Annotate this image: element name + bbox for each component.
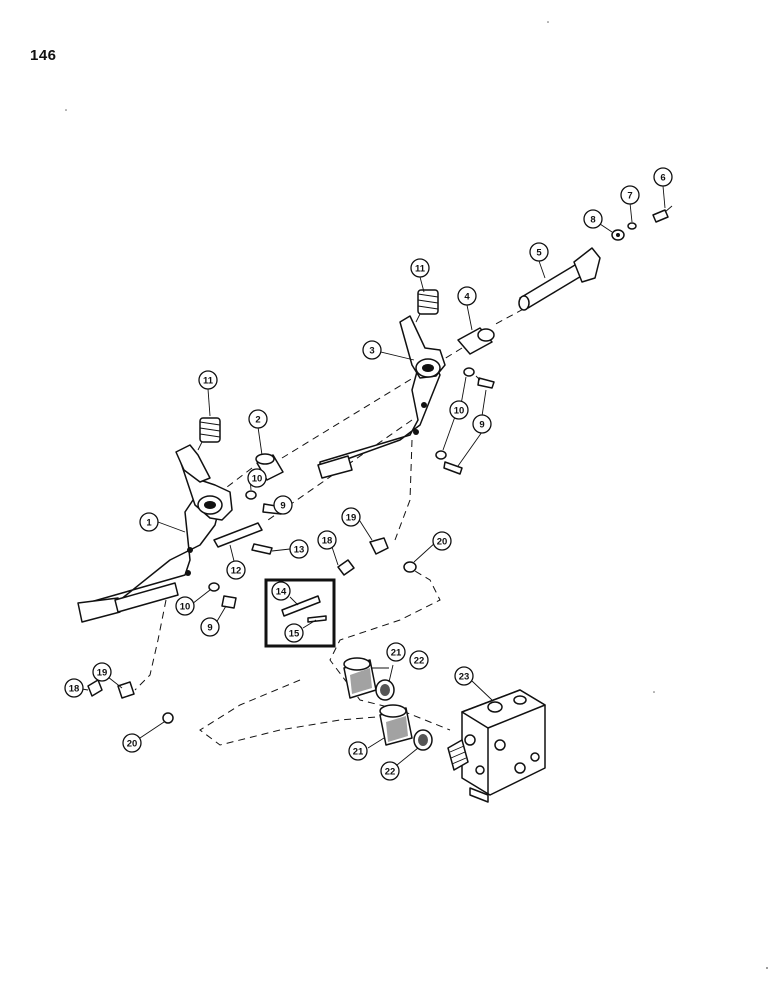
callout-18-a: 18 bbox=[317, 530, 337, 550]
svg-text:22: 22 bbox=[385, 767, 396, 778]
svg-text:14: 14 bbox=[276, 587, 287, 598]
svg-text:15: 15 bbox=[289, 629, 300, 640]
callout-20-a: 20 bbox=[432, 531, 452, 551]
roller-21-upper bbox=[343, 657, 377, 699]
svg-text:4: 4 bbox=[464, 292, 470, 303]
nut-20-upper bbox=[403, 561, 417, 573]
callout-9-b: 9 bbox=[273, 495, 293, 515]
washer-7 bbox=[627, 222, 637, 230]
svg-text:10: 10 bbox=[454, 406, 465, 417]
callout-6: 6 bbox=[653, 167, 673, 187]
callout-19-b: 19 bbox=[92, 662, 112, 682]
callout-2: 2 bbox=[248, 409, 268, 429]
svg-text:11: 11 bbox=[415, 264, 426, 275]
callout-10-a: 10 bbox=[449, 400, 469, 420]
callout-12: 12 bbox=[226, 560, 246, 580]
svg-text:6: 6 bbox=[660, 173, 665, 184]
lever-arm-right bbox=[317, 315, 446, 479]
callout-21-b: 21 bbox=[348, 741, 368, 761]
svg-text:1: 1 bbox=[146, 518, 152, 529]
callout-19-a: 19 bbox=[341, 507, 361, 527]
control-valve-body bbox=[447, 689, 546, 803]
svg-text:20: 20 bbox=[127, 739, 138, 750]
bolt-13 bbox=[251, 543, 273, 555]
callout-22-a: 22 bbox=[409, 650, 429, 670]
callout-20-b: 20 bbox=[122, 733, 142, 753]
fitting-18-lower bbox=[87, 679, 103, 697]
svg-text:11: 11 bbox=[203, 376, 214, 387]
svg-text:8: 8 bbox=[590, 215, 595, 226]
callout-3: 3 bbox=[362, 340, 382, 360]
svg-text:19: 19 bbox=[346, 513, 357, 524]
svg-text:3: 3 bbox=[369, 346, 374, 357]
pin-12 bbox=[213, 522, 263, 548]
callout-18-b: 18 bbox=[64, 678, 84, 698]
callout-11-a: 11 bbox=[410, 258, 430, 278]
callout-21-a: 21 bbox=[386, 642, 406, 662]
bushing-4 bbox=[457, 327, 495, 355]
collar-22-upper bbox=[375, 679, 395, 701]
svg-text:9: 9 bbox=[280, 501, 285, 512]
callout-8: 8 bbox=[583, 209, 603, 229]
svg-text:5: 5 bbox=[536, 248, 542, 259]
svg-text:21: 21 bbox=[353, 747, 364, 758]
svg-text:10: 10 bbox=[180, 602, 191, 613]
callout-11-b: 11 bbox=[198, 370, 218, 390]
bolt-9-b bbox=[443, 461, 463, 475]
callout-23: 23 bbox=[454, 666, 474, 686]
svg-text:12: 12 bbox=[231, 566, 242, 577]
roller-21-lower bbox=[379, 704, 413, 746]
svg-text:22: 22 bbox=[414, 656, 425, 667]
callout-13: 13 bbox=[289, 539, 309, 559]
pivot-shaft bbox=[518, 247, 601, 311]
callout-7: 7 bbox=[620, 185, 640, 205]
nut-8 bbox=[611, 229, 625, 241]
svg-text:7: 7 bbox=[627, 191, 632, 202]
lever-arm-left bbox=[77, 444, 233, 623]
svg-text:19: 19 bbox=[97, 668, 108, 679]
callout-9-a: 9 bbox=[472, 414, 492, 434]
spring-upper bbox=[415, 289, 439, 323]
callout-1: 1 bbox=[139, 512, 159, 532]
fitting-19-lower bbox=[117, 681, 135, 699]
bolt-9-d bbox=[221, 595, 237, 609]
svg-text:21: 21 bbox=[391, 648, 402, 659]
callout-10-b: 10 bbox=[247, 468, 267, 488]
bolt-6 bbox=[652, 205, 673, 223]
bolt-9-a bbox=[475, 375, 495, 389]
fitting-19-upper bbox=[369, 537, 389, 555]
callout-5: 5 bbox=[529, 242, 549, 262]
nut-20-lower bbox=[162, 712, 174, 724]
nut-10-b bbox=[435, 450, 447, 460]
nut-10-a bbox=[463, 367, 475, 377]
spring-lower bbox=[197, 417, 221, 451]
callout-4: 4 bbox=[457, 286, 477, 306]
nut-10-d bbox=[208, 582, 220, 592]
page-number: 146 bbox=[30, 47, 57, 64]
svg-text:2: 2 bbox=[255, 415, 260, 426]
svg-text:10: 10 bbox=[252, 474, 263, 485]
collar-22-lower bbox=[413, 729, 433, 751]
nut-10-c bbox=[245, 490, 257, 500]
svg-text:13: 13 bbox=[294, 545, 305, 556]
svg-text:9: 9 bbox=[207, 623, 212, 634]
svg-text:23: 23 bbox=[459, 672, 470, 683]
fitting-18-upper bbox=[337, 559, 355, 576]
callout-14: 14 bbox=[271, 581, 291, 601]
callout-10-c: 10 bbox=[175, 596, 195, 616]
svg-text:18: 18 bbox=[322, 536, 333, 547]
svg-text:9: 9 bbox=[479, 420, 484, 431]
callout-22-b: 22 bbox=[380, 761, 400, 781]
callout-15: 15 bbox=[284, 623, 304, 643]
svg-text:18: 18 bbox=[69, 684, 80, 695]
callout-9-c: 9 bbox=[200, 617, 220, 637]
svg-text:20: 20 bbox=[437, 537, 448, 548]
